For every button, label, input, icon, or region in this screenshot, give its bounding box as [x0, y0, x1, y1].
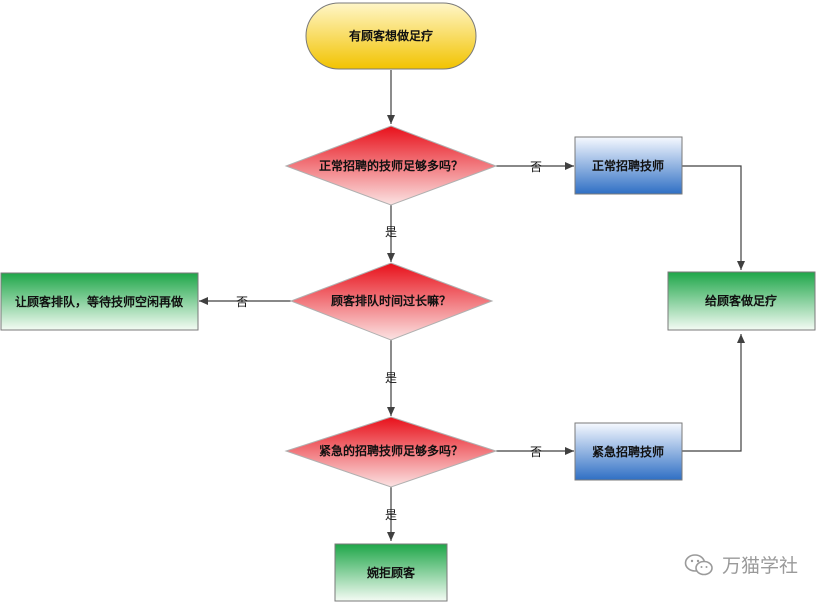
wechat-icon [684, 553, 713, 575]
decision-q1-label: 正常招聘的技师足够多吗？ [319, 158, 463, 173]
edge-label-q1-yes: 是 [385, 225, 397, 239]
edge-label-q3-no: 否 [530, 445, 542, 459]
edge-label-q3-yes: 是 [385, 508, 397, 522]
start-node-label: 有顾客想做足疗 [349, 28, 433, 43]
edge-label-q2-yes: 是 [385, 371, 397, 385]
decision-q3-label: 紧急的招聘技师足够多吗？ [319, 443, 463, 458]
edge-label-q2-no: 否 [236, 295, 248, 309]
edge-hire-urgent-serve [682, 334, 745, 452]
decision-q2-label: 顾客排队时间过长嘛？ [331, 293, 451, 308]
process-queue [0, 272, 199, 331]
connectors [199, 70, 745, 541]
edge-hire-normal-serve [682, 165, 745, 270]
process-reject-label: 婉拒顾客 [366, 565, 416, 580]
watermark: 万猫学社 [684, 551, 798, 578]
edge-label-q1-no: 否 [530, 160, 542, 174]
watermark-text: 万猫学社 [721, 555, 798, 577]
process-hire-urgent [574, 422, 683, 481]
process-hire-normal-label: 正常招聘技师 [592, 158, 664, 173]
process-hire-urgent-label: 紧急招聘技师 [592, 444, 664, 459]
process-reject [334, 543, 448, 602]
process-queue-label: 让顾客排队，等待技师空闲再做 [15, 294, 184, 309]
decision-q3 [284, 416, 498, 488]
process-hire-normal [574, 136, 683, 195]
decision-q2 [289, 262, 494, 341]
decision-q1 [284, 125, 498, 206]
process-serve [667, 271, 816, 331]
process-serve-label: 给顾客做足疗 [705, 293, 777, 308]
start-node [305, 2, 477, 70]
